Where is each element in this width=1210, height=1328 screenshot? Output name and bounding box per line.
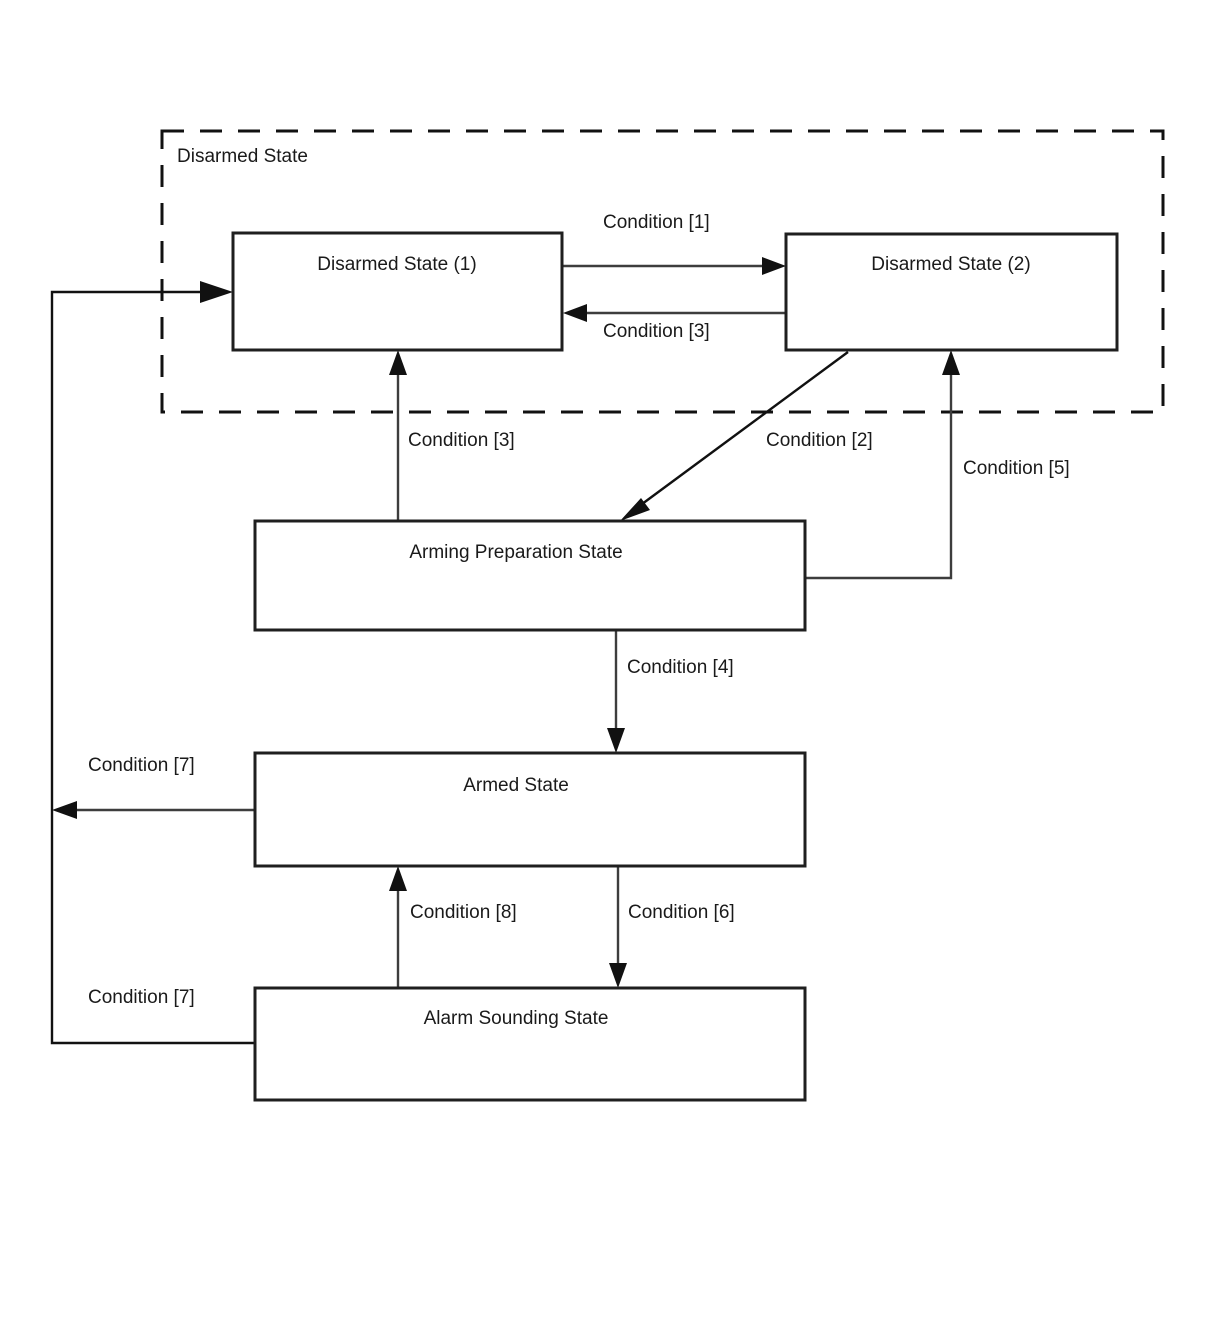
state-node-alarm-sounding[interactable]: Alarm Sounding State: [253, 986, 807, 1102]
state-box-arming-preparation[interactable]: [253, 519, 807, 632]
state-label-disarmed-1: Disarmed State (1): [317, 254, 476, 275]
state-box-alarm-sounding[interactable]: [253, 986, 807, 1102]
edge-label-condition-8: Condition [8]: [410, 902, 517, 923]
edge-condition-7-armed: Condition [7]: [52, 755, 255, 819]
state-node-disarmed-1[interactable]: Disarmed State (1): [231, 231, 564, 352]
edge-label-condition-5: Condition [5]: [963, 458, 1070, 479]
state-node-arming-preparation[interactable]: Arming Preparation State: [253, 519, 807, 632]
state-box-disarmed-2[interactable]: [784, 232, 1119, 352]
edge-condition-6: Condition [6]: [609, 866, 735, 988]
edge-condition-1: Condition [1]: [562, 212, 786, 275]
state-label-arming-preparation: Arming Preparation State: [409, 542, 622, 563]
state-node-disarmed-2[interactable]: Disarmed State (2): [784, 232, 1119, 352]
edge-label-condition-6: Condition [6]: [628, 902, 735, 923]
edge-condition-3-bottom: Condition [3]: [389, 350, 515, 521]
edge-condition-7-alarm: Condition [7]: [50, 281, 255, 1045]
disarmed-state-group: Disarmed State: [160, 129, 1165, 414]
edge-label-condition-3-bottom: Condition [3]: [408, 430, 515, 451]
state-box-armed[interactable]: [253, 751, 807, 868]
state-node-armed[interactable]: Armed State: [253, 751, 807, 868]
state-box-disarmed-1[interactable]: [231, 231, 564, 352]
edge-label-condition-7-alarm: Condition [7]: [88, 987, 195, 1008]
edge-label-condition-4: Condition [4]: [627, 657, 734, 678]
edge-condition-4: Condition [4]: [607, 630, 734, 753]
edge-condition-5: Condition [5]: [805, 350, 1070, 580]
state-label-alarm-sounding: Alarm Sounding State: [424, 1008, 609, 1029]
state-label-armed: Armed State: [463, 775, 569, 796]
state-label-disarmed-2: Disarmed State (2): [871, 254, 1030, 275]
edge-label-condition-3-top: Condition [3]: [603, 321, 710, 342]
edge-label-condition-1: Condition [1]: [603, 212, 710, 233]
edge-label-condition-7-armed: Condition [7]: [88, 755, 195, 776]
edge-condition-8: Condition [8]: [389, 866, 517, 988]
disarmed-group-label: Disarmed State: [177, 146, 308, 167]
disarmed-group-border: [160, 129, 1165, 414]
edge-condition-2: Condition [2]: [620, 351, 873, 521]
edge-condition-3-top: Condition [3]: [563, 304, 786, 342]
edge-label-condition-2: Condition [2]: [766, 430, 873, 451]
